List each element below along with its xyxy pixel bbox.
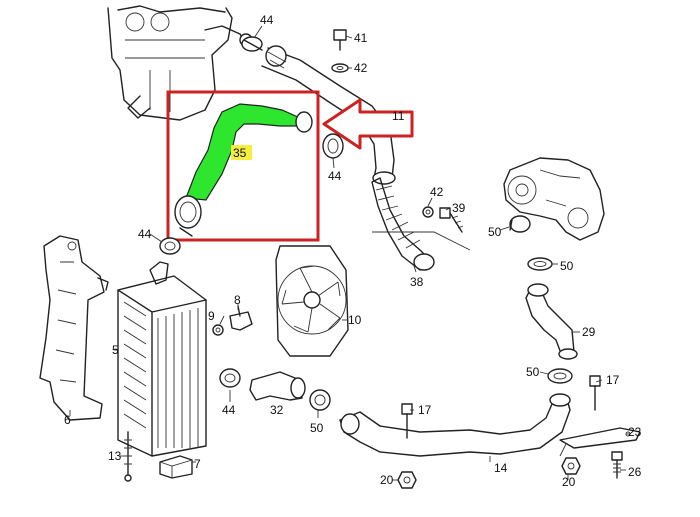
callout-32: 32 [270, 403, 284, 417]
callout-9: 9 [208, 309, 215, 323]
bolt-41 [333, 29, 347, 51]
clamp-50-lower-right [547, 368, 573, 384]
callout-35: 35 [233, 146, 247, 160]
callout-50-turbo-b: 50 [560, 259, 574, 273]
hose-32 [249, 371, 306, 401]
bolt-17-middle [401, 403, 413, 439]
callout-39: 39 [452, 201, 466, 215]
callout-23: 23 [628, 425, 642, 439]
bolt-39 [439, 207, 464, 233]
callout-42-top: 42 [354, 61, 368, 75]
clamp-44-left [159, 237, 181, 255]
bracket-6 [39, 235, 109, 421]
callout-7: 7 [194, 457, 201, 471]
callout-38: 38 [410, 275, 424, 289]
nut-20-right [561, 457, 581, 475]
nut-20-left [397, 471, 417, 489]
callout-42-right: 42 [430, 185, 444, 199]
clamp-44-right [322, 133, 344, 159]
washer-9 [212, 324, 224, 336]
hose-29 [525, 283, 578, 360]
callout-44-lower: 44 [222, 403, 236, 417]
callout-labels: 44 41 42 11 35 44 42 39 50 50 44 38 8 9 … [64, 13, 642, 489]
callout-20-right: 20 [562, 475, 576, 489]
bracket-7 [159, 455, 193, 479]
bolt-26 [611, 451, 623, 479]
washer-42-right [422, 206, 434, 218]
clamp-50-turbo-b [527, 257, 553, 271]
hose-35-highlighted [174, 103, 313, 237]
callout-44-right: 44 [328, 169, 342, 183]
callout-11: 11 [392, 109, 405, 123]
callout-26: 26 [628, 465, 642, 479]
callout-10: 10 [348, 313, 362, 327]
pin-13 [124, 431, 132, 482]
clamp-50-lower-mid [309, 389, 331, 411]
highlight-frame [166, 90, 320, 242]
leader-lines [69, 25, 630, 481]
callout-6: 6 [64, 413, 71, 427]
callout-5: 5 [112, 343, 119, 357]
callout-14: 14 [494, 461, 508, 475]
callout-17-middle: 17 [418, 403, 432, 417]
callout-13: 13 [108, 449, 122, 463]
intercooler-pipe-11 [261, 45, 396, 185]
washer-42 [331, 63, 349, 73]
callout-8: 8 [234, 293, 241, 307]
intercooler-5 [117, 261, 207, 457]
fan-10 [275, 245, 349, 357]
callout-41: 41 [354, 31, 368, 45]
callout-29: 29 [582, 325, 596, 339]
sensor-8 [229, 305, 253, 331]
part-35-label-highlight [231, 145, 252, 160]
callout-50-lower-mid: 50 [310, 421, 324, 435]
clamp-44-lower [219, 368, 241, 388]
turbocharger [503, 157, 605, 241]
callout-50-lower-right: 50 [526, 365, 540, 379]
engine-block [107, 5, 253, 121]
callout-44-top: 44 [260, 13, 274, 27]
callout-50-turbo-a: 50 [488, 225, 502, 239]
pipe-14 [339, 393, 571, 457]
callout-44-left: 44 [138, 227, 152, 241]
highlight-arrow [322, 98, 414, 150]
clamp-50-turbo-a [509, 215, 531, 233]
clamp-44-top [241, 36, 263, 52]
callout-20-left: 20 [380, 473, 394, 487]
corrugated-hose-38 [371, 177, 471, 271]
callout-17-right: 17 [606, 373, 620, 387]
